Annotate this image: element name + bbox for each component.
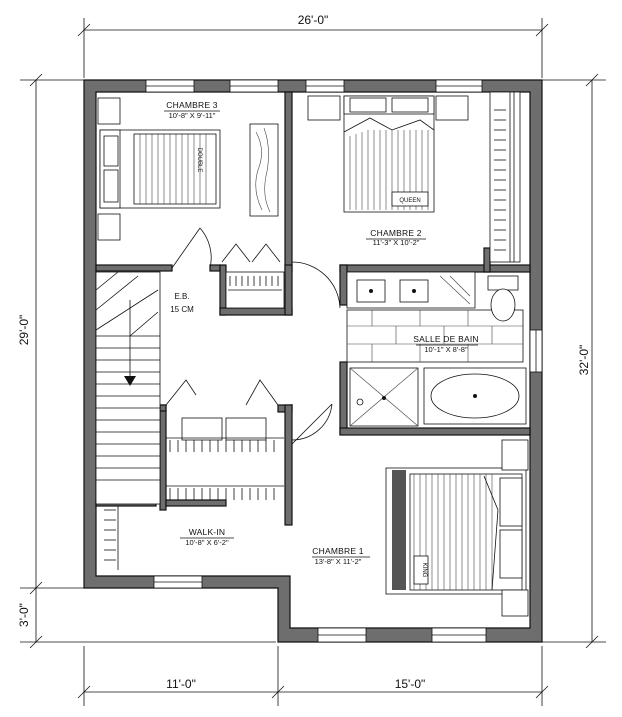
- eb-note-line-2: 15 CM: [170, 305, 194, 314]
- dim-right: 32'-0": [577, 345, 591, 376]
- bed-king: [385, 467, 527, 595]
- room-name-chambre-1: CHAMBRE 1: [312, 546, 363, 556]
- bed-label-king: KING: [421, 563, 427, 578]
- dim-left-small: 3'-0": [17, 603, 31, 627]
- dresser-chambre-3: [249, 123, 279, 217]
- dimension-lines: [20, 18, 606, 706]
- room-name-walk-in: WALK-IN: [189, 527, 226, 537]
- eb-note-line-1: E.B.: [174, 292, 189, 301]
- room-size-salle-de-bain: 10'-1" X 8'-8": [424, 345, 468, 354]
- room-name-salle-de-bain: SALLE DE BAIN: [413, 334, 478, 344]
- closet-rod-chambre-3: [225, 271, 285, 309]
- dim-top: 26'-0": [298, 13, 329, 27]
- vanity-double-sink: [346, 271, 476, 309]
- room-size-chambre-1: 13'-8" X 11'-2": [315, 557, 362, 566]
- bathtub: [423, 367, 527, 425]
- room-name-chambre-3: CHAMBRE 3: [166, 100, 217, 110]
- dim-bottom-right: 15'-0": [395, 677, 426, 691]
- windows: [145, 79, 543, 643]
- nightstands-chambre-2: [307, 95, 469, 121]
- bed-queen: [343, 95, 435, 213]
- exterior-walls: [83, 79, 543, 643]
- nightstands-chambre-3: [97, 97, 121, 241]
- closet-chambre-2: [489, 91, 521, 263]
- nightstands-chambre-1: [501, 439, 529, 617]
- walk-in-bench: [181, 417, 267, 441]
- closet-rods-walk-in: [104, 437, 284, 570]
- toilet: [487, 275, 519, 322]
- dim-bottom-left: 11'-0": [166, 677, 196, 691]
- bed-label-double: DOUBLE: [196, 148, 202, 173]
- shower: [349, 367, 419, 427]
- bed-label-queen: QUEEN: [399, 198, 420, 204]
- room-size-walk-in: 10'-8" X 6'-2": [185, 538, 229, 547]
- room-size-chambre-2: 11'-3" X 10'-2": [373, 238, 420, 247]
- room-name-chambre-2: CHAMBRE 2: [370, 228, 421, 238]
- bathroom-floor: [346, 309, 524, 363]
- bed-double: [99, 129, 221, 209]
- dim-left: 29'-0": [17, 315, 31, 346]
- room-size-chambre-3: 10'-8" X 9'-11": [169, 111, 216, 120]
- staircase: [95, 271, 161, 505]
